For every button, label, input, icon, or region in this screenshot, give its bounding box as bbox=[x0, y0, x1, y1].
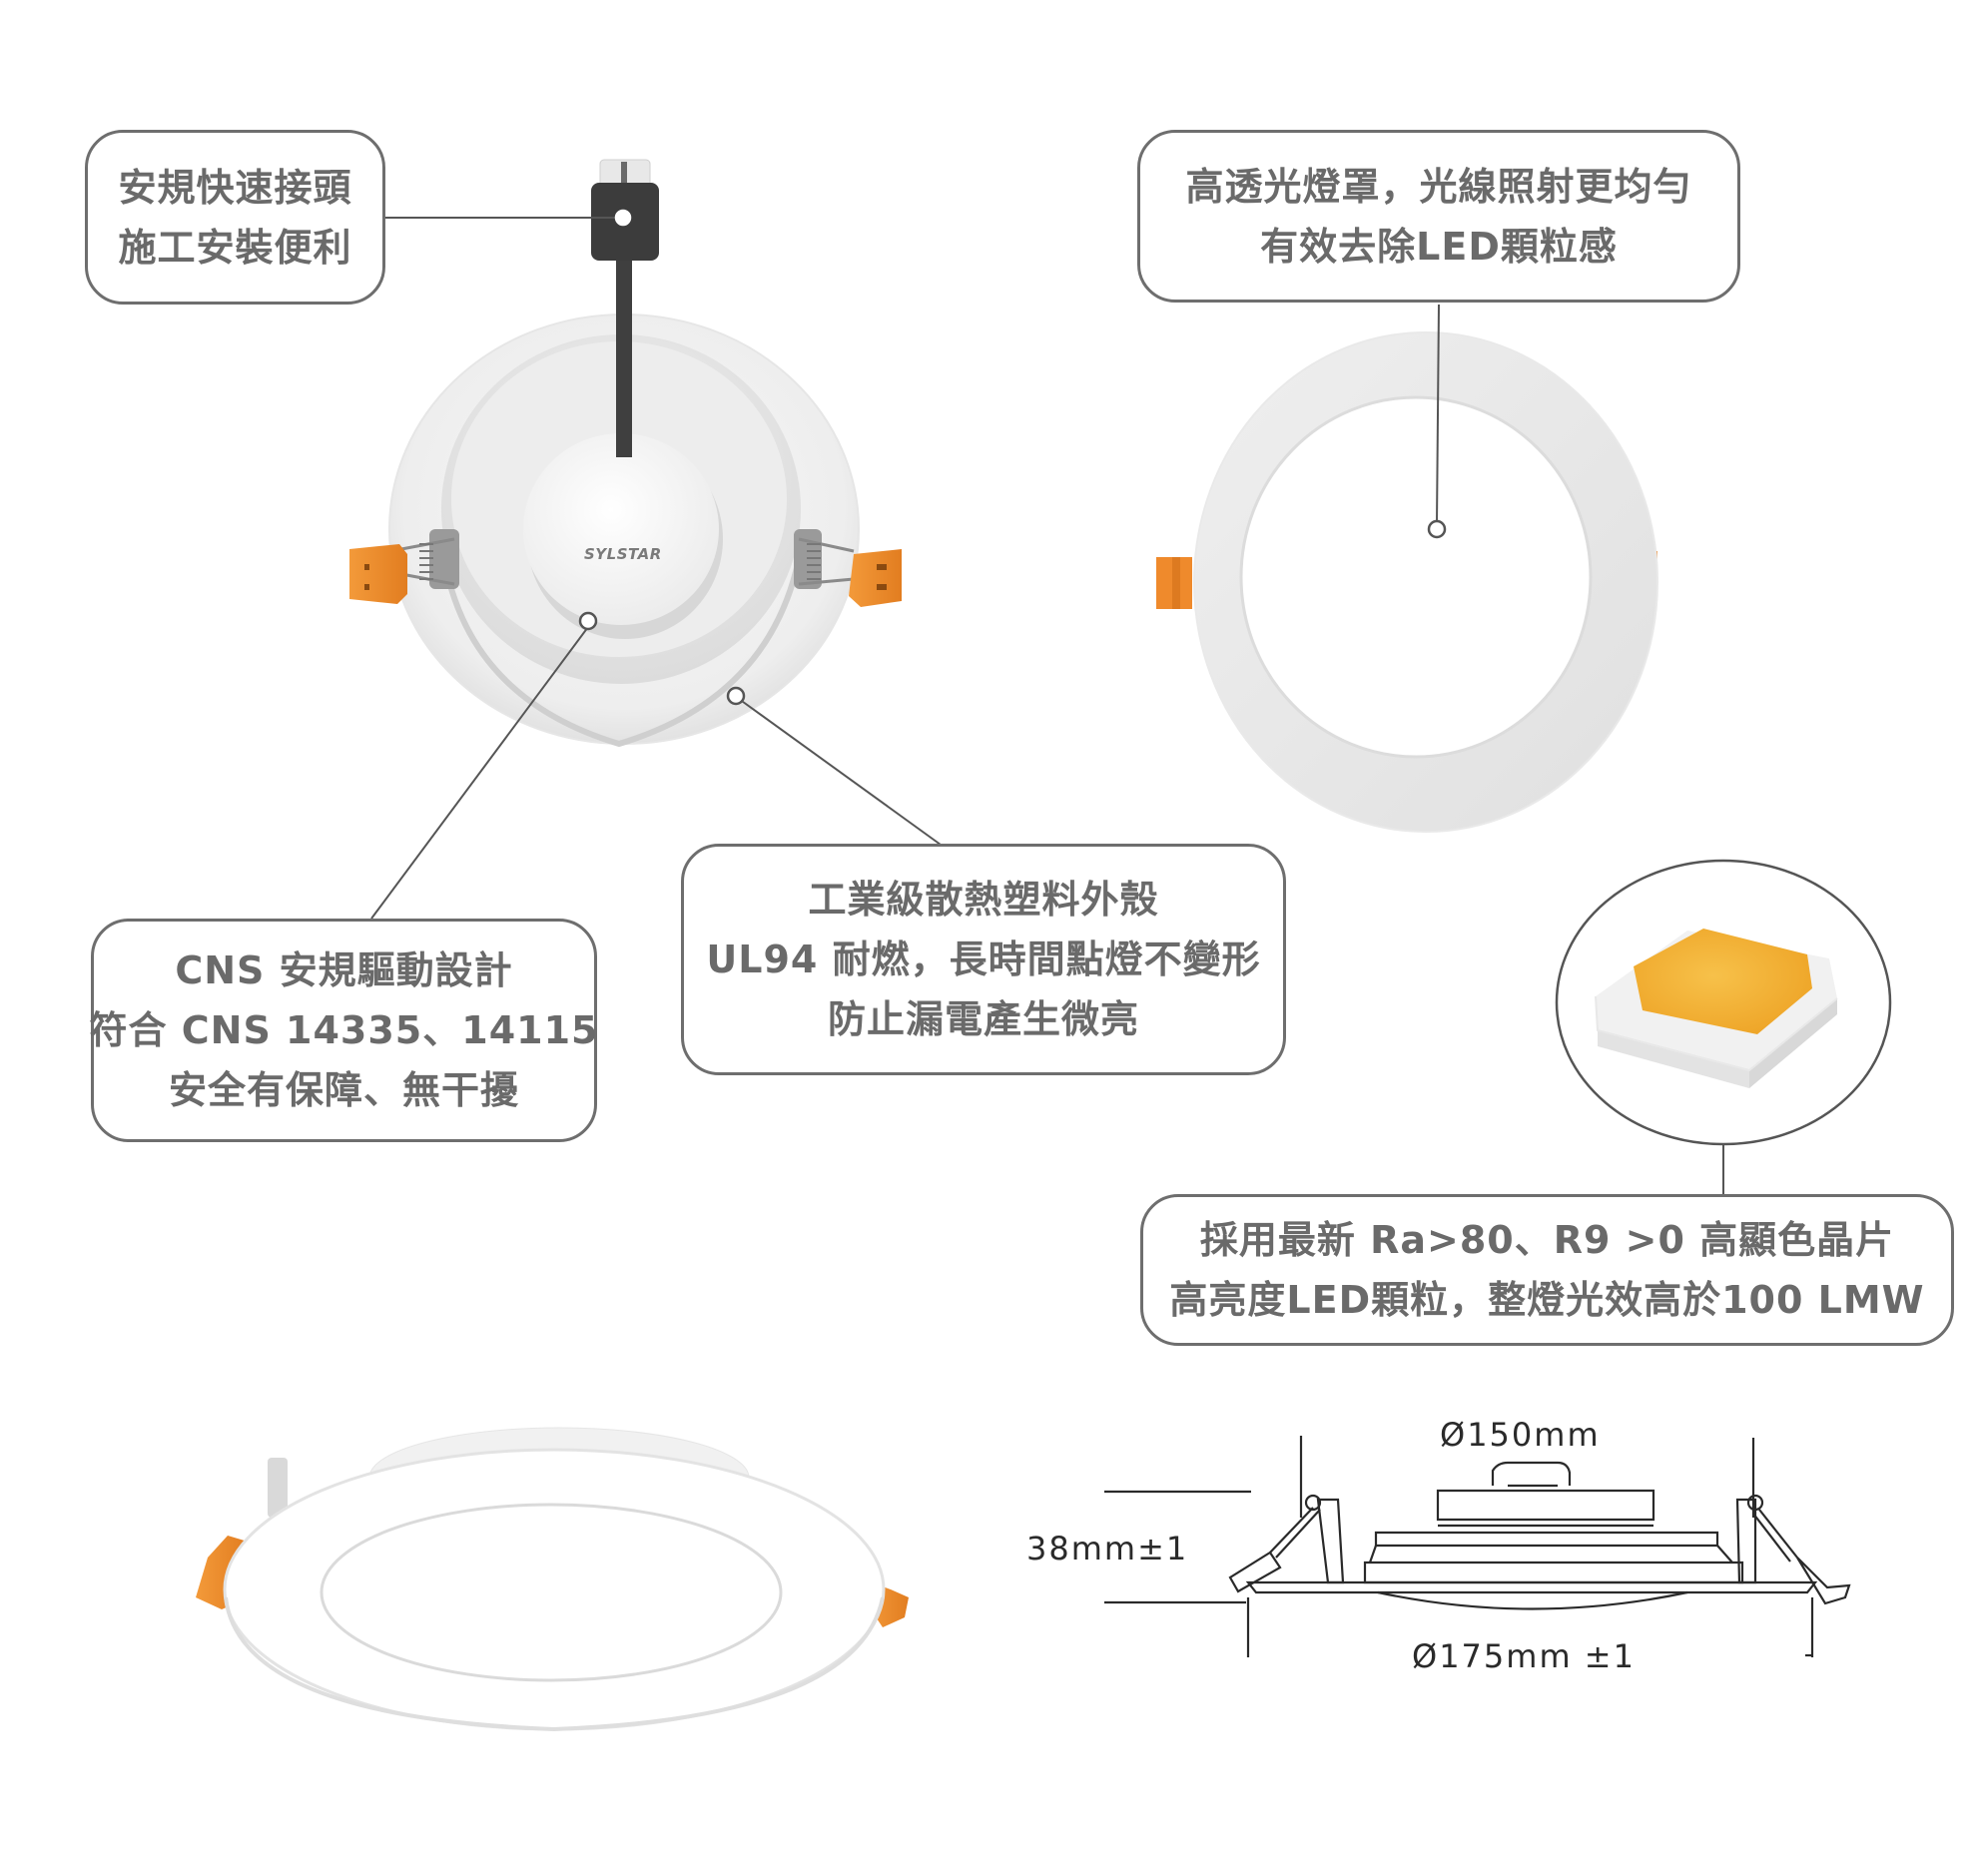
led-chip-magnifier bbox=[1555, 859, 1892, 1146]
spring-clip-right bbox=[794, 529, 902, 607]
front-view-downlight bbox=[1156, 331, 1658, 833]
callout-text-line: 安規快速接頭 bbox=[118, 165, 352, 210]
dimension-drawing bbox=[1104, 1436, 1851, 1657]
callout-text-line: CNS 安規驅動設計 bbox=[175, 948, 513, 992]
callout-text-line: 高亮度LED顆粒，整燈光效高於100 LMW bbox=[1169, 1278, 1925, 1322]
dimension-height: 38mm±1 bbox=[1026, 1530, 1189, 1567]
callout-quick-connector: 安規快速接頭 施工安裝便利 bbox=[85, 130, 385, 305]
callout-text-line: 施工安裝便利 bbox=[118, 225, 352, 270]
callout-text-line: 安全有保障、無干擾 bbox=[168, 1068, 519, 1112]
callout-text-line: 防止漏電產生微亮 bbox=[827, 997, 1139, 1041]
callout-housing: 工業級散熱塑料外殼 UL94 耐燃，長時間點燈不變形 防止漏電產生微亮 bbox=[681, 844, 1286, 1075]
callout-text-line: 有效去除LED顆粒感 bbox=[1260, 224, 1618, 269]
callout-driver-safety: CNS 安規驅動設計 符合 CNS 14335、14115 安全有保障、無干擾 bbox=[89, 919, 599, 1142]
dimension-cutout-diameter: Ø150mm bbox=[1440, 1416, 1601, 1454]
callout-led-chip: 採用最新 Ra>80、R9 >0 高顯色晶片 高亮度LED顆粒，整燈光效高於10… bbox=[1140, 1194, 1954, 1346]
callout-diffuser: 高透光燈罩，光線照射更均勻 有效去除LED顆粒感 bbox=[1137, 130, 1740, 303]
spring-clip-left bbox=[349, 529, 459, 604]
dimension-outer-diameter: Ø175mm ±1 bbox=[1412, 1637, 1636, 1675]
leader-lines bbox=[370, 217, 1724, 1194]
callout-anchor-dots bbox=[578, 209, 1447, 706]
callout-text-line: 高透光燈罩，光線照射更均勻 bbox=[1185, 164, 1692, 209]
perspective-view-downlight bbox=[196, 1427, 909, 1732]
rear-view-downlight bbox=[349, 159, 902, 748]
callout-text-line: UL94 耐燃，長時間點燈不變形 bbox=[706, 938, 1261, 981]
callout-text-line: 採用最新 Ra>80、R9 >0 高顯色晶片 bbox=[1199, 1218, 1895, 1262]
brand-logo: SYLSTAR bbox=[584, 545, 662, 563]
callout-text-line: 工業級散熱塑料外殼 bbox=[808, 878, 1159, 922]
callout-text-line: 符合 CNS 14335、14115 bbox=[89, 1008, 599, 1052]
